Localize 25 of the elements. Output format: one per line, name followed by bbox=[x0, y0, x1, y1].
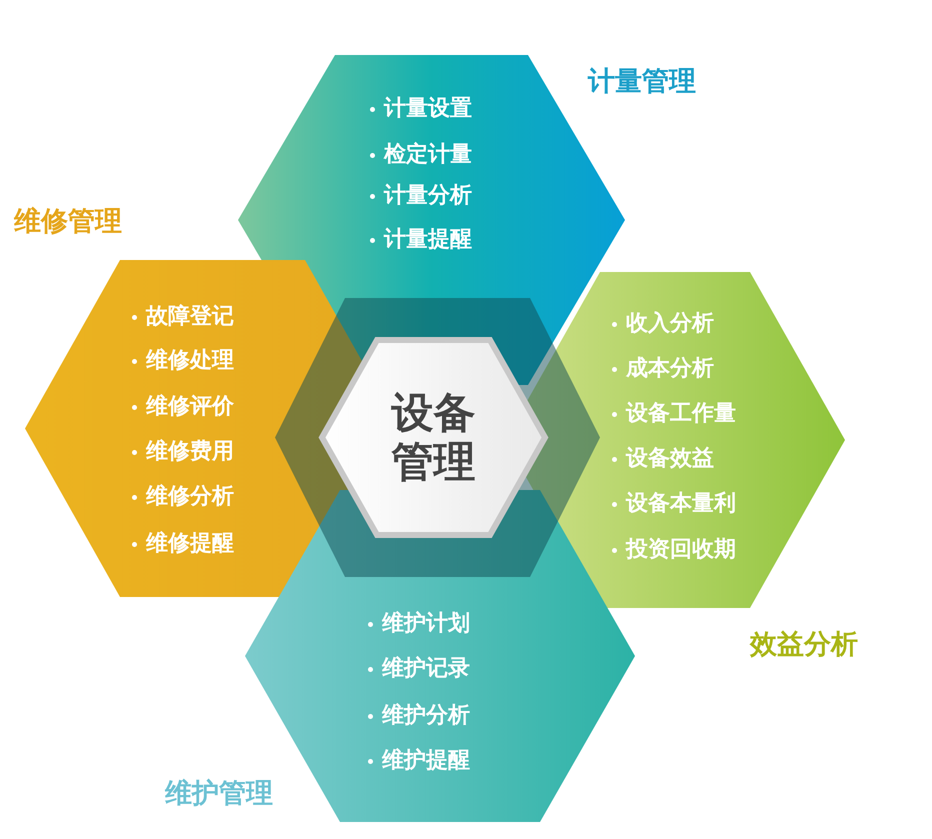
list-item: 计量提醒 bbox=[368, 229, 472, 251]
list-item: 检定计量 bbox=[368, 144, 472, 166]
list-item: 维修评价 bbox=[130, 396, 234, 418]
section-heading: 效益分析 bbox=[750, 631, 858, 658]
list-item: 故障登记 bbox=[130, 306, 234, 328]
list-item: 维护记录 bbox=[366, 658, 470, 680]
list-item: 设备工作量 bbox=[610, 403, 736, 425]
section-heading: 维修管理 bbox=[14, 208, 122, 235]
section-heading: 计量管理 bbox=[588, 68, 696, 95]
list-item: 维护计划 bbox=[366, 613, 470, 635]
list-item: 设备效益 bbox=[610, 448, 714, 470]
list-item: 计量分析 bbox=[368, 185, 472, 207]
list-item: 收入分析 bbox=[610, 313, 714, 335]
list-item: 维修处理 bbox=[130, 350, 234, 372]
list-item: 维修费用 bbox=[130, 441, 234, 463]
list-item: 投资回收期 bbox=[610, 539, 736, 561]
list-item: 计量设置 bbox=[368, 98, 472, 120]
list-item: 设备本量利 bbox=[610, 493, 736, 515]
center-title: 设备管理 bbox=[390, 388, 476, 487]
list-item: 维护分析 bbox=[366, 705, 470, 727]
list-item: 成本分析 bbox=[610, 358, 714, 380]
section-heading: 维护管理 bbox=[165, 780, 273, 807]
list-item: 维修分析 bbox=[130, 486, 234, 508]
list-item: 维修提醒 bbox=[130, 533, 234, 555]
list-item: 维护提醒 bbox=[366, 750, 470, 772]
